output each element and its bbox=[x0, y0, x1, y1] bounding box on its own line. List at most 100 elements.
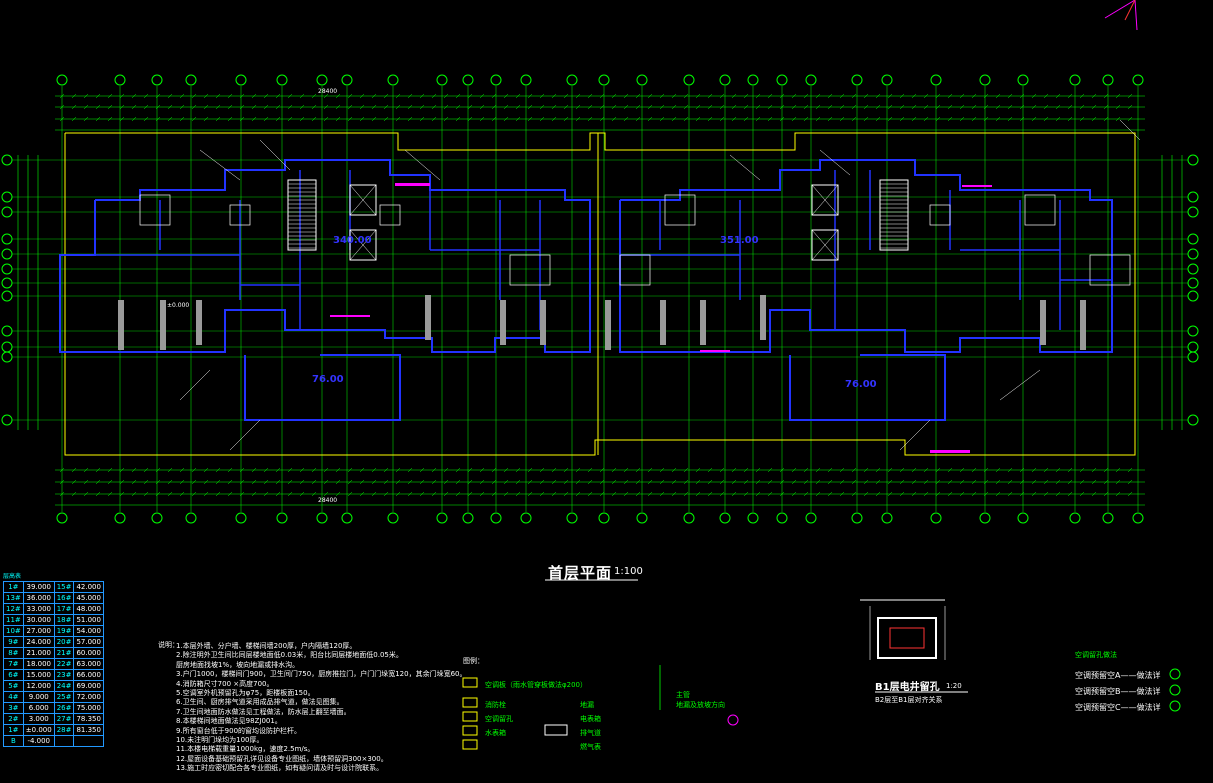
dimension-tick bbox=[935, 467, 941, 473]
dimension-tick bbox=[659, 491, 665, 497]
dimension-tick bbox=[587, 93, 593, 99]
dimension-tick bbox=[863, 93, 869, 99]
dimension-tick bbox=[1031, 116, 1037, 122]
note-item: 7.卫生间地面防水做法见工程做法，防水层上翻至墙面。 bbox=[176, 707, 351, 716]
elevator-cross bbox=[349, 229, 377, 261]
north-arrow bbox=[1104, 0, 1136, 19]
note-item: 厨房地面找坡1%，坡向地漏或排水沟。 bbox=[176, 660, 300, 669]
dimension-tick bbox=[875, 104, 881, 110]
north-arrow bbox=[1134, 0, 1138, 31]
legend-item: 电表箱 bbox=[580, 715, 601, 723]
dimension-tick bbox=[167, 104, 173, 110]
fixture-box bbox=[1089, 254, 1131, 286]
dimension-tick bbox=[215, 479, 221, 485]
level-table-cell: 11# bbox=[3, 614, 24, 626]
dimension-tick bbox=[263, 116, 269, 122]
level-table-cell: 81.350 bbox=[73, 724, 104, 736]
grid-bubble bbox=[1132, 74, 1144, 86]
dimension-tick bbox=[359, 116, 365, 122]
dimension-tick bbox=[815, 104, 821, 110]
dimension-tick bbox=[467, 491, 473, 497]
dimension-tick bbox=[803, 479, 809, 485]
dimension-tick bbox=[95, 104, 101, 110]
dimension-tick bbox=[707, 104, 713, 110]
dimension-tick bbox=[971, 104, 977, 110]
plan-mark-2: 351.00 bbox=[720, 235, 759, 246]
dimension-tick bbox=[59, 467, 65, 473]
dimension-tick bbox=[827, 479, 833, 485]
level-table-cell: 27# bbox=[53, 713, 75, 725]
dimension-tick bbox=[143, 491, 149, 497]
level-table-cell: 21.000 bbox=[22, 647, 55, 659]
dimension-tick bbox=[1079, 93, 1085, 99]
dimension-tick bbox=[719, 491, 725, 497]
dimension-tick bbox=[575, 116, 581, 122]
dimension-tick bbox=[887, 491, 893, 497]
dimension-tick bbox=[635, 93, 641, 99]
dimension-tick bbox=[71, 467, 77, 473]
dimension-tick bbox=[611, 116, 617, 122]
dimension-tick bbox=[479, 479, 485, 485]
dimension-tick bbox=[1091, 104, 1097, 110]
dimension-tick bbox=[299, 93, 305, 99]
dimension-tick bbox=[1055, 467, 1061, 473]
leader-line bbox=[229, 419, 261, 451]
dimension-tick bbox=[395, 93, 401, 99]
dimension-tick bbox=[59, 116, 65, 122]
dimension-tick bbox=[1007, 491, 1013, 497]
stair-core bbox=[287, 179, 317, 251]
dimension-tick bbox=[443, 467, 449, 473]
dimension-tick bbox=[239, 479, 245, 485]
dimension-tick bbox=[227, 479, 233, 485]
dimension-tick bbox=[1055, 93, 1061, 99]
leader-line bbox=[819, 149, 851, 176]
legend-item: 主管 bbox=[676, 691, 690, 699]
dimension-tick bbox=[227, 104, 233, 110]
dimension-tick bbox=[383, 93, 389, 99]
dimension-tick bbox=[755, 491, 761, 497]
dimension-tick bbox=[851, 467, 857, 473]
dimension-tick bbox=[743, 479, 749, 485]
level-table-cell: 16# bbox=[53, 592, 75, 604]
dimension-tick bbox=[671, 93, 677, 99]
level-table-cell: 36.000 bbox=[22, 592, 55, 604]
dimension-tick bbox=[839, 467, 845, 473]
level-table-cell: 39.000 bbox=[22, 581, 55, 593]
dimension-tick bbox=[275, 104, 281, 110]
legend-item: 排气道 bbox=[580, 729, 601, 737]
leader-line bbox=[729, 154, 761, 181]
dimension-tick bbox=[767, 479, 773, 485]
note-item: 13.施工时应密切配合各专业图纸，如有疑问请及时与设计院联系。 bbox=[176, 764, 384, 773]
dimension-tick bbox=[59, 491, 65, 497]
dimension-tick bbox=[647, 491, 653, 497]
dimension-tick bbox=[575, 93, 581, 99]
dimension-tick bbox=[1043, 491, 1049, 497]
dimension-tick bbox=[935, 93, 941, 99]
grid-bubble bbox=[930, 74, 942, 86]
dimension-tick bbox=[479, 467, 485, 473]
dimension-tick bbox=[311, 104, 317, 110]
dimension-tick bbox=[659, 467, 665, 473]
dimension-tick bbox=[275, 491, 281, 497]
level-table-cell: ±0.000 bbox=[22, 724, 55, 736]
level-table-cell: 20# bbox=[53, 636, 75, 648]
dimension-tick bbox=[71, 479, 77, 485]
legend-symbol bbox=[462, 677, 478, 688]
dimension-tick bbox=[695, 491, 701, 497]
grid-bubble bbox=[1132, 512, 1144, 524]
dimension-tick bbox=[779, 479, 785, 485]
dimension-tick bbox=[239, 491, 245, 497]
level-table-cell: 2# bbox=[3, 713, 24, 725]
dimension-tick bbox=[1115, 104, 1121, 110]
dimension-tick bbox=[575, 491, 581, 497]
dimension-tick bbox=[131, 467, 137, 473]
grid-bubble bbox=[235, 74, 247, 86]
dimension-tick bbox=[71, 491, 77, 497]
dimension-tick bbox=[623, 93, 629, 99]
grid-bubble bbox=[1, 290, 13, 302]
dimension-tick bbox=[539, 467, 545, 473]
dimension-tick bbox=[611, 491, 617, 497]
dimension-tick bbox=[1091, 467, 1097, 473]
level-table-cell: 21# bbox=[53, 647, 75, 659]
